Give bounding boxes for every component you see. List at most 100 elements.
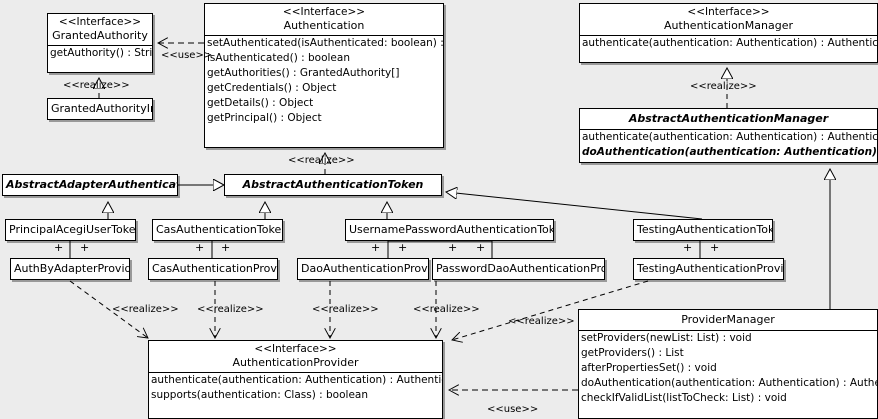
operation-row: checkIfValidList(listToCheck: List) : vo… — [581, 392, 787, 404]
edge-label-realize-password-dao-authentication-provider: <<realize>> — [413, 304, 480, 315]
class-header: AuthByAdapterProvider — [11, 259, 129, 279]
class-authentication[interactable]: <<Interface>> Authentication setAuthenti… — [204, 3, 444, 148]
class-name-label: TestingAuthenticationToken — [637, 223, 773, 236]
edge-label-realize-abstract-authentication-manager: <<realize>> — [690, 81, 757, 92]
edge-label-realize-auth-by-adapter-provider: <<realize>> — [112, 304, 179, 315]
class-name-label: AuthenticationManager — [664, 19, 793, 32]
operation-row: authenticate(authentication: Authenticat… — [582, 37, 878, 49]
stereotype-label: <<Interface>> — [254, 343, 337, 355]
class-provider-manager[interactable]: ProviderManager setProviders(newList: Li… — [578, 309, 878, 419]
class-header: PrincipalAcegiUserToken — [6, 220, 135, 240]
stereotype-label: <<Interface>> — [58, 16, 142, 28]
association-mark: + — [683, 241, 693, 254]
class-header: ProviderManager — [579, 310, 877, 330]
class-principal-acegi-user-token[interactable]: PrincipalAcegiUserToken — [5, 219, 136, 241]
class-authentication-provider[interactable]: <<Interface>> AuthenticationProvider aut… — [148, 340, 443, 419]
class-name-label: DaoAuthenticationProvider — [301, 262, 428, 275]
operations-compartment: authenticate(authentication: Authenticat… — [580, 36, 877, 51]
class-header: <<Interface>> AuthenticationManager — [580, 4, 877, 35]
class-name-label: Authentication — [283, 19, 365, 32]
class-header: AbstractAuthenticationManager — [580, 109, 877, 129]
class-granted-authority[interactable]: <<Interface>> GrantedAuthority getAuthor… — [47, 13, 153, 73]
association-mark: + — [221, 241, 231, 254]
operation-row: getAuthorities() : GrantedAuthority[] — [207, 67, 400, 79]
operation-row: doAuthentication(authentication: Authent… — [582, 146, 877, 158]
class-auth-by-adapter-provider[interactable]: AuthByAdapterProvider — [10, 258, 130, 280]
operations-compartment: getAuthority() : String — [48, 46, 152, 61]
class-name-label: AbstractAdapterAuthenticationToken — [6, 178, 177, 191]
operation-row: getPrincipal() : Object — [207, 112, 322, 124]
class-cas-authentication-token[interactable]: CasAuthenticationToken — [152, 219, 283, 241]
class-name-label: AuthByAdapterProvider — [14, 262, 130, 275]
class-name-label: ProviderManager — [681, 313, 775, 326]
class-name-label: CasAuthenticationToken — [156, 223, 283, 236]
association-mark: + — [398, 241, 408, 254]
operation-row: afterPropertiesSet() : void — [581, 362, 717, 374]
class-name-label: GrantedAuthority — [52, 29, 148, 42]
association-mark: + — [448, 241, 458, 254]
class-abstract-adapter-authentication-token[interactable]: AbstractAdapterAuthenticationToken — [2, 174, 178, 196]
edge-label-realize-dao-authentication-provider: <<realize>> — [312, 304, 379, 315]
class-name-label: AbstractAuthenticationToken — [242, 178, 424, 191]
edge-label-realize-cas-authentication-provider: <<realize>> — [197, 304, 264, 315]
association-mark: + — [476, 241, 486, 254]
edge-label-realize-testing-authentication-provider: <<realize>> — [508, 316, 575, 327]
class-header: UsernamePasswordAuthenticationToken — [346, 220, 553, 240]
class-password-dao-authentication-provider[interactable]: PasswordDaoAuthenticationProvider — [432, 258, 605, 280]
class-name-label: UsernamePasswordAuthenticationToken — [349, 223, 554, 236]
class-header: TestingAuthenticationProvider — [634, 259, 783, 279]
class-header: AbstractAdapterAuthenticationToken — [3, 175, 177, 195]
class-header: <<Interface>> AuthenticationProvider — [149, 341, 442, 372]
class-dao-authentication-provider[interactable]: DaoAuthenticationProvider — [297, 258, 429, 280]
class-abstract-authentication-manager[interactable]: AbstractAuthenticationManager authentica… — [579, 108, 878, 163]
operation-row: setProviders(newList: List) : void — [581, 332, 752, 344]
operation-row: getAuthority() : String — [50, 47, 153, 59]
operations-compartment: setAuthenticated(isAuthenticated: boolea… — [205, 36, 443, 126]
operation-row: getDetails() : Object — [207, 97, 314, 109]
operation-row: authenticate(authentication: Authenticat… — [151, 374, 443, 386]
class-header: AbstractAuthenticationToken — [225, 175, 441, 195]
operations-compartment: setProviders(newList: List) : void getPr… — [579, 331, 877, 406]
association-mark: + — [710, 241, 720, 254]
class-username-password-authentication-token[interactable]: UsernamePasswordAuthenticationToken — [345, 219, 554, 241]
class-header: DaoAuthenticationProvider — [298, 259, 428, 279]
association-mark: + — [371, 241, 381, 254]
edge-label-realize-abstract-authentication-token: <<realize>> — [288, 155, 355, 166]
class-header: GrantedAuthorityImpl — [48, 99, 152, 119]
class-name-label: TestingAuthenticationProvider — [637, 262, 784, 275]
stereotype-label: <<Interface>> — [687, 6, 770, 18]
class-testing-authentication-provider[interactable]: TestingAuthenticationProvider — [633, 258, 784, 280]
operation-row: isAuthenticated() : boolean — [207, 52, 350, 64]
class-name-label: GrantedAuthorityImpl — [51, 102, 152, 115]
operation-row: setAuthenticated(isAuthenticated: boolea… — [207, 37, 444, 49]
operation-row: getCredentials() : Object — [207, 82, 337, 94]
operations-compartment: authenticate(authentication: Authenticat… — [580, 130, 877, 160]
class-header: CasAuthenticationToken — [153, 220, 282, 240]
stereotype-label: <<Interface>> — [282, 6, 366, 18]
edge-label-use-provider-manager: <<use>> — [487, 404, 539, 415]
association-mark: + — [54, 241, 64, 254]
association-mark: + — [80, 241, 90, 254]
class-authentication-manager[interactable]: <<Interface>> AuthenticationManager auth… — [579, 3, 878, 63]
class-name-label: AuthenticationProvider — [232, 356, 359, 369]
class-abstract-authentication-token[interactable]: AbstractAuthenticationToken — [224, 174, 442, 196]
class-name-label: PasswordDaoAuthenticationProvider — [436, 262, 604, 275]
compartment-divider — [579, 330, 877, 331]
compartment-divider — [149, 372, 442, 373]
compartment-divider — [205, 35, 443, 36]
class-header: CasAuthenticationProvider — [149, 259, 277, 279]
class-header: <<Interface>> Authentication — [205, 4, 443, 35]
operation-row: getProviders() : List — [581, 347, 684, 359]
operation-row: doAuthentication(authentication: Authent… — [581, 377, 877, 389]
edge-label-use-granted-authority: <<use>> — [161, 50, 213, 61]
class-cas-authentication-provider[interactable]: CasAuthenticationProvider — [148, 258, 278, 280]
class-header: TestingAuthenticationToken — [634, 220, 772, 240]
association-mark: + — [195, 241, 205, 254]
operation-row: supports(authentication: Class) : boolea… — [151, 389, 368, 401]
class-header: <<Interface>> GrantedAuthority — [48, 14, 152, 45]
class-testing-authentication-token[interactable]: TestingAuthenticationToken — [633, 219, 773, 241]
class-granted-authority-impl[interactable]: GrantedAuthorityImpl — [47, 98, 153, 120]
compartment-divider — [580, 129, 877, 130]
compartment-divider — [48, 45, 152, 46]
